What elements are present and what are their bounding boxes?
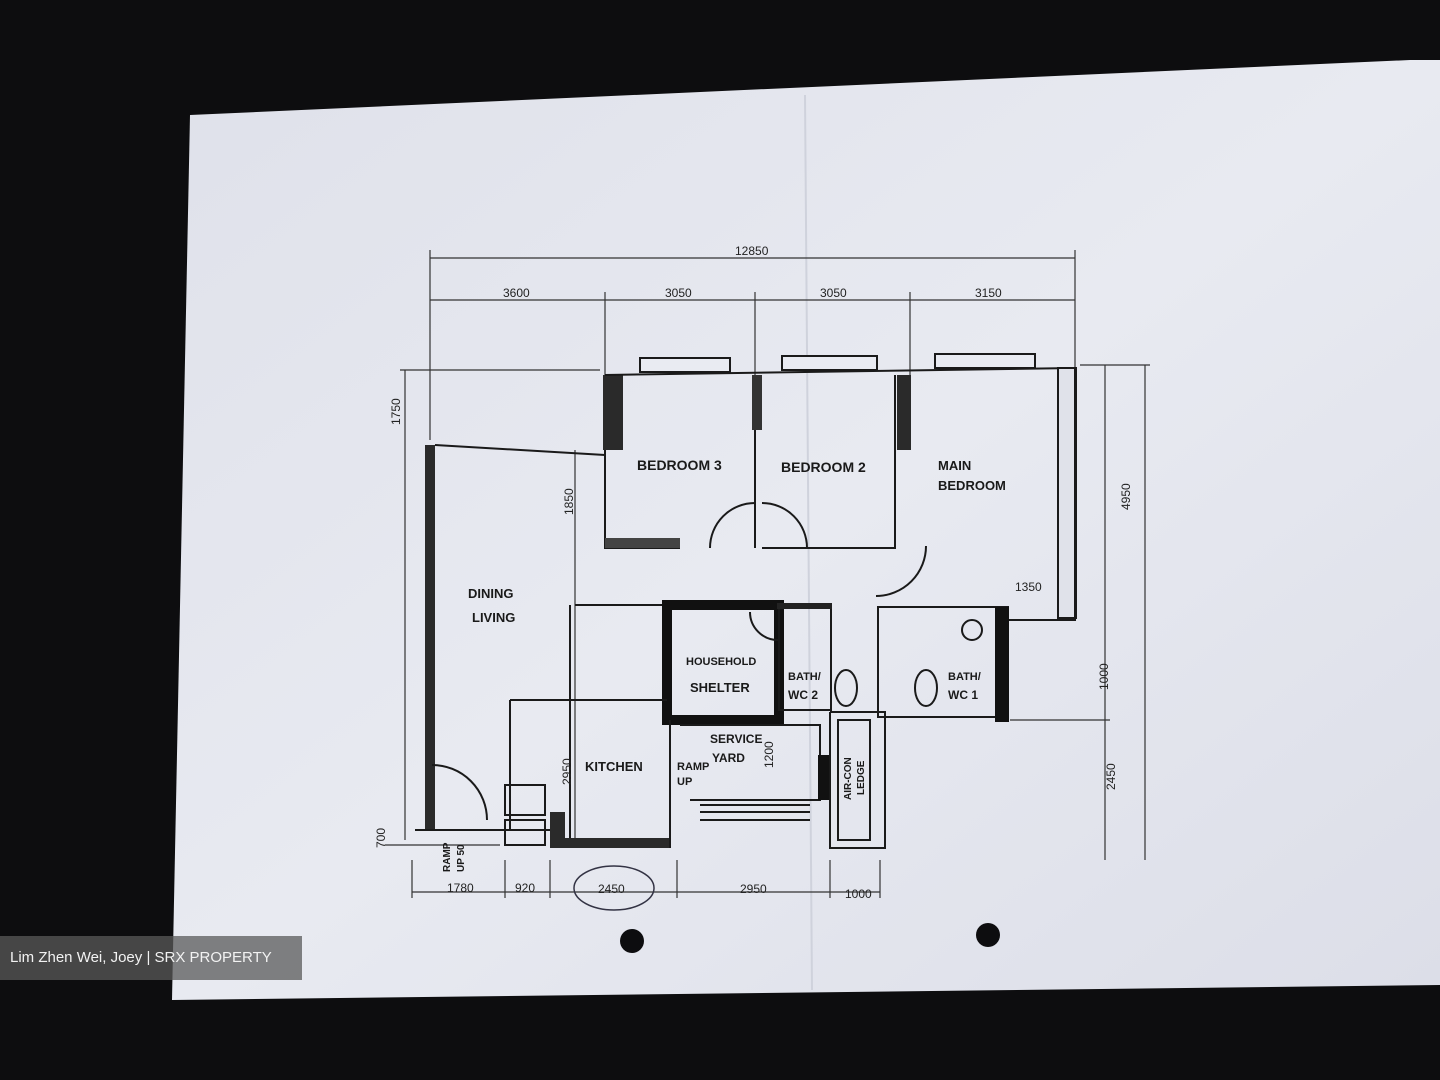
- punch-hole: [976, 923, 1000, 947]
- dim-bottom: 920: [515, 881, 535, 895]
- dim-bottom: 1000: [845, 887, 872, 901]
- label-bath-wc-2: WC 2: [788, 688, 818, 702]
- dimension-lines: [385, 250, 1150, 898]
- dim-top: 3050: [665, 286, 692, 300]
- label-entry-ramp: RAMP: [442, 842, 453, 872]
- label-household-shelter: HOUSEHOLD: [686, 656, 756, 668]
- label-living: LIVING: [472, 610, 515, 625]
- paper-sheet: [172, 60, 1440, 1000]
- dim-top: 3150: [975, 286, 1002, 300]
- label-main-bedroom: BEDROOM: [938, 478, 1006, 493]
- label-service-yard: SERVICE: [710, 732, 762, 746]
- dim-left: 700: [374, 828, 388, 848]
- dim-right: 4950: [1119, 483, 1133, 510]
- dimension-labels: 12850 3600 3050 3050 3150 1780 920 2450 …: [374, 244, 1133, 901]
- label-service-yard: YARD: [712, 751, 745, 765]
- dim-right: 2450: [1104, 763, 1118, 790]
- dim-yard: 1200: [762, 741, 776, 768]
- dim-bottom: 2450: [598, 882, 625, 896]
- dim-kitchen: 2950: [560, 758, 574, 785]
- pen-circle-annotation: [573, 865, 655, 911]
- label-entry-ramp: UP 50: [456, 844, 467, 872]
- label-bedroom-3: BEDROOM 3: [637, 457, 722, 473]
- paper-fold: [804, 94, 813, 991]
- dim-total-width: 12850: [735, 244, 769, 258]
- label-aircon-ledge: LEDGE: [856, 760, 867, 795]
- label-bath-wc-1: WC 1: [948, 688, 978, 702]
- dim-left: 1750: [389, 398, 403, 425]
- dim-inner: 1850: [562, 488, 576, 515]
- label-household-shelter: SHELTER: [690, 680, 750, 695]
- label-bath-wc-2: BATH/: [788, 671, 821, 683]
- label-ramp-up: UP: [677, 776, 692, 788]
- dim-right: 1000: [1097, 663, 1111, 690]
- label-bedroom-2: BEDROOM 2: [781, 459, 866, 475]
- label-bath-wc-1: BATH/: [948, 671, 981, 683]
- dim-top: 3050: [820, 286, 847, 300]
- dim-top: 3600: [503, 286, 530, 300]
- label-dining: DINING: [468, 586, 514, 601]
- watermark: Lim Zhen Wei, Joey | SRX PROPERTY: [0, 936, 302, 980]
- room-labels: BEDROOM 3 BEDROOM 2 MAIN BEDROOM DINING …: [442, 457, 1006, 872]
- punch-hole: [620, 929, 644, 953]
- label-main-bedroom: MAIN: [938, 458, 971, 473]
- dim-corridor: 1350: [1015, 580, 1042, 594]
- dim-bottom: 2950: [740, 882, 767, 896]
- label-ramp-up: RAMP: [677, 761, 709, 773]
- label-kitchen: KITCHEN: [585, 759, 643, 774]
- walls: [415, 353, 1077, 849]
- label-aircon-ledge: AIR-CON: [843, 757, 854, 800]
- dim-bottom: 1780: [447, 881, 474, 895]
